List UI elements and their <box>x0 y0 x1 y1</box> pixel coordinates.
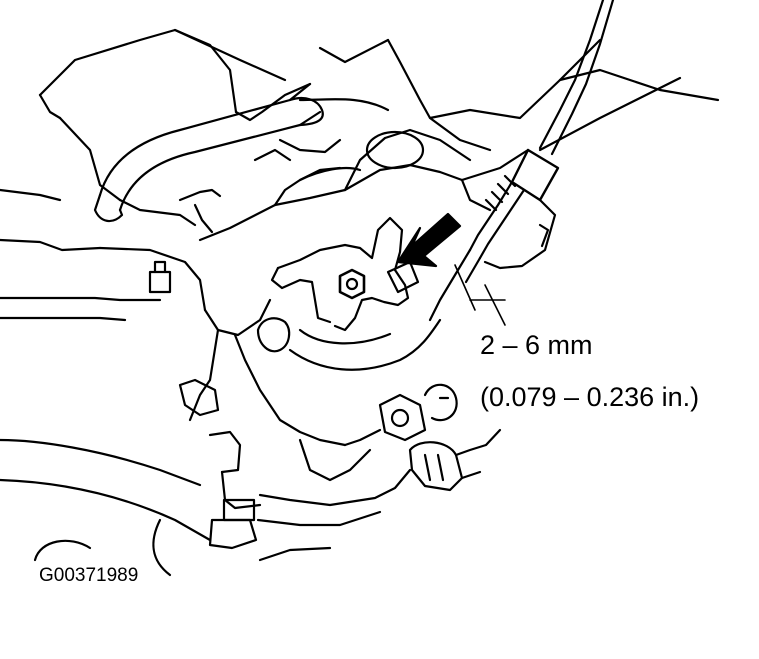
throttle-position-sensor <box>378 383 502 492</box>
measurement-lines <box>454 264 506 326</box>
throttle-body-housing <box>188 128 472 447</box>
throttle-lever <box>256 216 442 371</box>
cable-bracket <box>460 148 557 270</box>
intake-manifold <box>0 188 222 322</box>
accelerator-cable <box>428 0 615 322</box>
figure-id: G00371989 <box>39 565 139 586</box>
clearance-spec-metric: 2 – 6 mm <box>480 330 593 360</box>
engine-background-lines <box>38 28 720 202</box>
lower-components <box>0 378 412 577</box>
coolant-hose <box>93 82 324 223</box>
clearance-spec-imperial: (0.079 – 0.236 in.) <box>480 382 700 412</box>
direction-arrow <box>396 212 462 268</box>
